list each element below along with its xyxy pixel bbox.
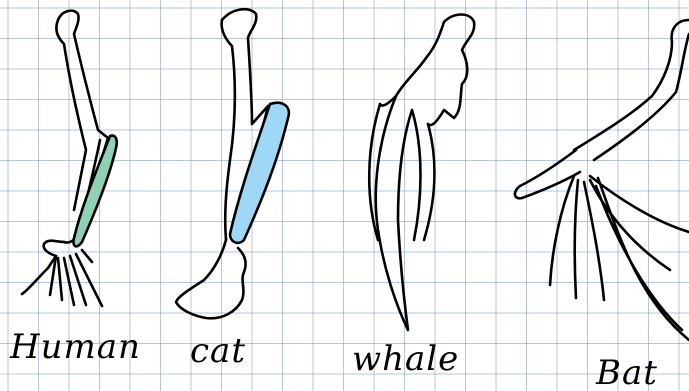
cat-forelimb-drawing xyxy=(176,9,289,318)
bat-humerus-back xyxy=(594,34,689,160)
whale-upper-bone-back xyxy=(380,22,444,106)
label-human: Human xyxy=(9,327,141,367)
whale-digits xyxy=(369,96,434,330)
human-fingers xyxy=(50,250,102,306)
label-cat: cat xyxy=(190,331,246,371)
bat-wing-drawing xyxy=(515,20,689,340)
human-humerus-back xyxy=(56,20,86,210)
label-bat: Bat xyxy=(595,353,658,391)
bat-digits xyxy=(550,176,689,340)
label-whale: whale xyxy=(352,339,459,379)
human-humerus xyxy=(58,11,108,180)
